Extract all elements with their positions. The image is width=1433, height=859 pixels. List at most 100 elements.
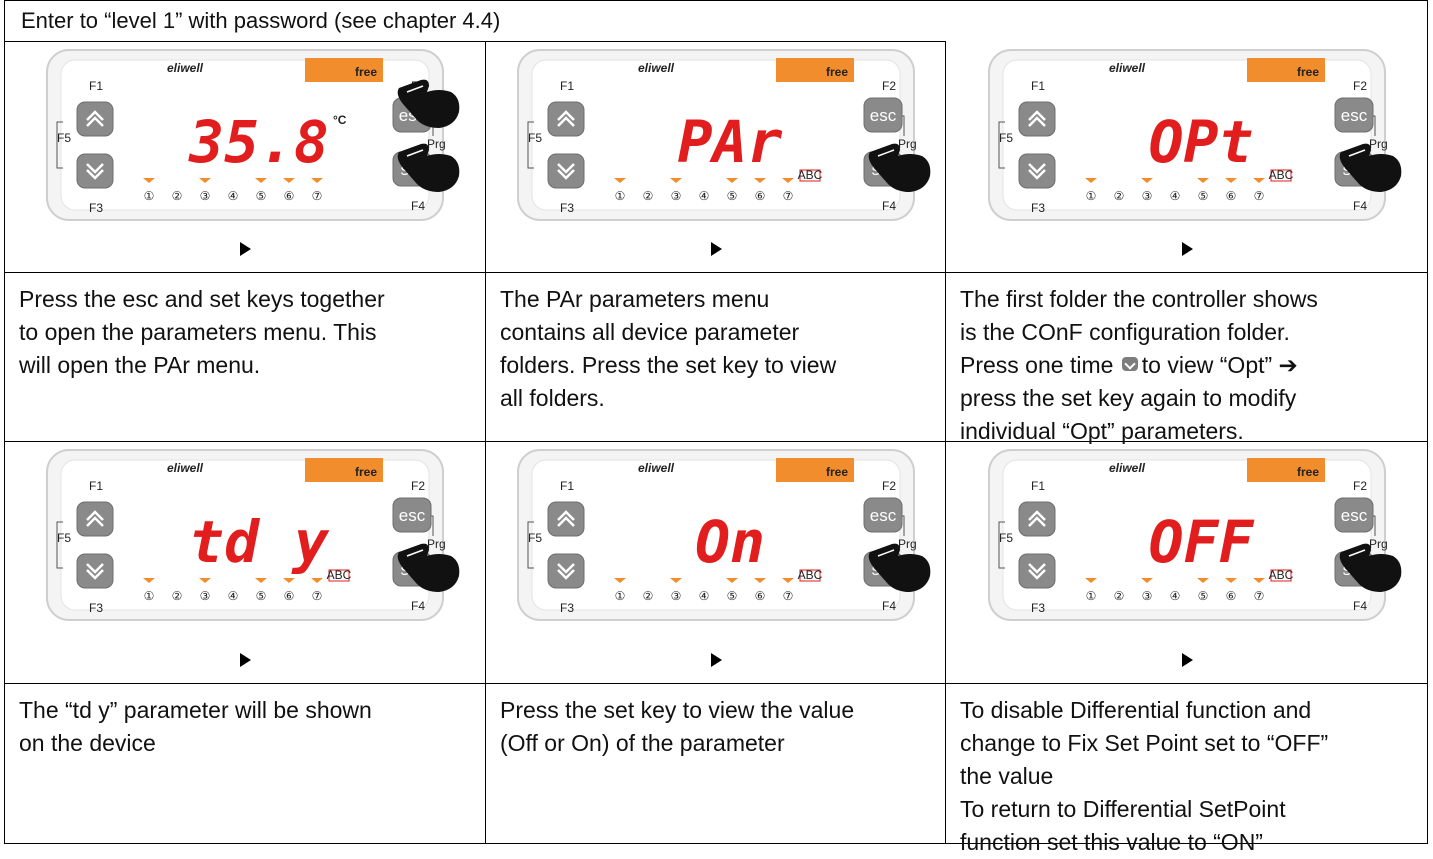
abc-indicator: ABC — [1269, 568, 1294, 582]
display-readout: OPt — [1149, 108, 1254, 176]
up-key[interactable] — [76, 101, 114, 137]
down-arrow-icon — [86, 563, 104, 580]
display-readout: td y — [189, 508, 330, 576]
led-number: ⑦ — [783, 189, 794, 203]
description-line: The “td y” parameter will be shown — [19, 697, 372, 723]
led-number: ④ — [228, 589, 239, 603]
next-step-arrow — [711, 242, 722, 256]
table-header: Enter to “level 1” with password (see ch… — [21, 8, 501, 33]
status-led — [1225, 178, 1237, 183]
description-line: The PAr parameters menu — [500, 286, 770, 312]
step-description: To disable Differential function and cha… — [946, 684, 1428, 855]
esc-key[interactable]: esc — [863, 497, 903, 533]
free-badge-label: free — [826, 465, 848, 479]
display-readout: PAr — [678, 108, 783, 176]
down-key[interactable] — [1018, 153, 1056, 189]
led-number: ④ — [699, 589, 710, 603]
status-led — [311, 578, 323, 583]
description-line: Press one time to view “Opt” ➔ — [960, 349, 1416, 382]
led-number: ② — [1114, 589, 1125, 603]
up-arrow-icon — [1028, 110, 1046, 127]
led-number: ③ — [1142, 189, 1153, 203]
led-number: ④ — [1170, 189, 1181, 203]
free-badge-label: free — [1297, 465, 1319, 479]
description-line: Press the esc and set keys together — [19, 286, 385, 312]
f4-label: F4 — [882, 199, 896, 213]
device-cell: eliwellfreeF1F2F3F4F5Prgescsettd yABC①②③… — [5, 442, 485, 683]
led-number: ⑦ — [783, 589, 794, 603]
description-fragment: Press one time — [960, 352, 1114, 378]
description-line: contains all device parameter — [500, 319, 800, 345]
up-key[interactable] — [1018, 101, 1056, 137]
step-description: Press the set key to view the value (Off… — [486, 684, 945, 844]
led-number: ② — [643, 589, 654, 603]
led-number: ④ — [228, 189, 239, 203]
esc-key[interactable]: esc — [1334, 97, 1374, 133]
step-description: Press the esc and set keys together to o… — [5, 273, 485, 441]
description-line: To return to Differential SetPoint — [960, 796, 1286, 822]
status-led — [199, 178, 211, 183]
led-number: ③ — [200, 189, 211, 203]
esc-key-label: esc — [399, 506, 426, 525]
down-arrow-key-icon — [1121, 357, 1138, 371]
esc-key[interactable]: esc — [392, 497, 432, 533]
status-led — [311, 178, 323, 183]
up-key[interactable] — [1018, 501, 1056, 537]
abc-label: ABC — [1269, 568, 1294, 582]
row-divider — [5, 441, 1427, 442]
status-led — [754, 178, 766, 183]
up-key[interactable] — [547, 101, 585, 137]
controller-panel: eliwellfreeF1F2F3F4F5PrgescsetOFFABC①②③④… — [988, 449, 1402, 621]
f2-label: F2 — [882, 479, 896, 493]
esc-key[interactable]: esc — [863, 97, 903, 133]
step-description: The PAr parameters menu contains all dev… — [486, 273, 945, 441]
f3-label: F3 — [1031, 201, 1045, 215]
abc-label: ABC — [798, 568, 823, 582]
f2-label: F2 — [411, 479, 425, 493]
description-line: individual “Opt” parameters. — [960, 418, 1244, 444]
down-key[interactable] — [76, 553, 114, 589]
display-readout: OFF — [1149, 508, 1255, 576]
status-led — [255, 578, 267, 583]
status-led — [782, 578, 794, 583]
led-number: ⑤ — [256, 589, 267, 603]
brand-logo: eliwell — [167, 461, 204, 475]
pointer-hand-set — [868, 543, 931, 592]
column-divider — [945, 41, 946, 843]
led-number: ② — [172, 589, 183, 603]
status-led — [726, 578, 738, 583]
free-badge — [776, 58, 854, 82]
display-readout: 35.8 — [188, 108, 329, 176]
device-cell: eliwellfreeF1F2F3F4F5Prgescset35.8°C①②③④… — [5, 42, 485, 272]
down-key[interactable] — [547, 553, 585, 589]
f2-label: F2 — [882, 79, 896, 93]
led-number: ① — [1086, 589, 1097, 603]
pointer-hand-set — [397, 543, 460, 592]
header-divider — [5, 41, 945, 42]
f3-label: F3 — [1031, 601, 1045, 615]
down-key[interactable] — [1018, 553, 1056, 589]
down-key[interactable] — [76, 153, 114, 189]
esc-key[interactable]: esc — [1334, 497, 1374, 533]
f1-label: F1 — [560, 479, 574, 493]
led-number: ③ — [200, 589, 211, 603]
brand-logo: eliwell — [638, 61, 675, 75]
led-number: ② — [643, 189, 654, 203]
f1-label: F1 — [1031, 79, 1045, 93]
led-number: ⑥ — [1226, 589, 1237, 603]
status-led — [283, 578, 295, 583]
up-key[interactable] — [547, 501, 585, 537]
down-key[interactable] — [547, 153, 585, 189]
description-line: folders. Press the set key to view — [500, 352, 837, 378]
next-step-arrow — [711, 653, 722, 667]
device-cell: eliwellfreeF1F2F3F4F5PrgescsetPArABC①②③④… — [486, 42, 945, 272]
led-number: ⑤ — [256, 189, 267, 203]
next-step-arrow — [1182, 242, 1193, 256]
led-number: ① — [144, 589, 155, 603]
status-led — [1253, 178, 1265, 183]
up-key[interactable] — [76, 501, 114, 537]
next-step-arrow — [240, 653, 251, 667]
pointer-hand-set — [1339, 143, 1402, 192]
prg-label: Prg — [427, 137, 446, 151]
free-badge-label: free — [1297, 65, 1319, 79]
